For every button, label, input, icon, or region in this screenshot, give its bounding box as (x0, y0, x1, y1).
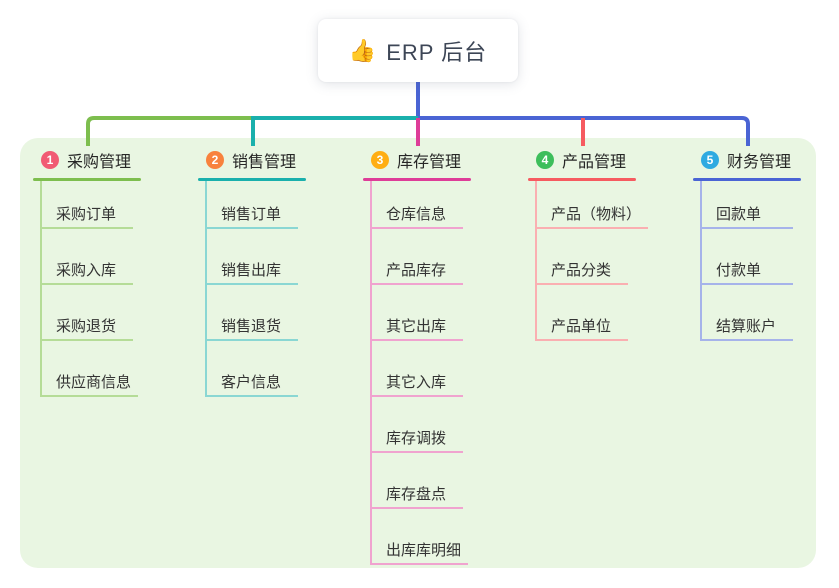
item-label: 产品（物料） (551, 206, 642, 223)
item-node[interactable]: 采购退货 (42, 285, 133, 341)
branch-underline (528, 178, 637, 181)
item-label: 回款单 (716, 206, 762, 223)
branch-header-1[interactable]: 1 采购管理 (33, 148, 141, 178)
item-node[interactable]: 产品分类 (537, 229, 628, 285)
item-node[interactable]: 销售出库 (207, 229, 298, 285)
item-node[interactable]: 销售订单 (207, 181, 298, 229)
item-label: 采购入库 (56, 262, 117, 279)
branch-number-badge: 3 (371, 151, 389, 169)
branch-underline (363, 178, 472, 181)
root-node-erp[interactable]: 👍 ERP 后台 (318, 19, 518, 82)
item-node[interactable]: 结算账户 (702, 285, 793, 341)
branch-number-badge: 4 (536, 151, 554, 169)
item-label: 客户信息 (221, 374, 282, 391)
branch-items: 销售订单销售出库销售退货客户信息 (205, 181, 358, 397)
item-label: 采购退货 (56, 318, 117, 335)
branch-number-badge: 5 (701, 151, 719, 169)
item-node[interactable]: 产品库存 (372, 229, 463, 285)
item-label: 产品库存 (386, 262, 447, 279)
item-label: 销售退货 (221, 318, 282, 335)
branch-underline (693, 178, 802, 181)
item-label: 供应商信息 (56, 374, 132, 391)
item-label: 销售订单 (221, 206, 282, 223)
item-node[interactable]: 回款单 (702, 181, 793, 229)
item-label: 库存调拨 (386, 430, 447, 447)
item-label: 销售出库 (221, 262, 282, 279)
branch-group-background (20, 138, 816, 568)
thumbs-up-icon: 👍 (348, 37, 377, 63)
connector-finance (416, 82, 750, 146)
branch-items: 回款单付款单结算账户 (700, 181, 839, 341)
item-node[interactable]: 其它入库 (372, 341, 463, 397)
branch-items: 仓库信息产品库存其它出库其它入库库存调拨库存盘点出库库明细 (370, 181, 523, 565)
branch-underline (33, 178, 142, 181)
item-node[interactable]: 产品单位 (537, 285, 628, 341)
branch-underline (198, 178, 307, 181)
branch-label: 库存管理 (397, 154, 462, 171)
item-node[interactable]: 仓库信息 (372, 181, 463, 229)
branch-3: 3 库存管理仓库信息产品库存其它出库其它入库库存调拨库存盘点出库库明细 (363, 148, 523, 565)
branch-5: 5 财务管理回款单付款单结算账户 (693, 148, 839, 341)
item-label: 产品单位 (551, 318, 612, 335)
item-label: 库存盘点 (386, 486, 447, 503)
branch-header-2[interactable]: 2 销售管理 (198, 148, 306, 178)
branch-label: 采购管理 (67, 154, 132, 171)
branch-header-4[interactable]: 4 产品管理 (528, 148, 636, 178)
item-node[interactable]: 库存盘点 (372, 453, 463, 509)
item-node[interactable]: 客户信息 (207, 341, 298, 397)
item-label: 采购订单 (56, 206, 117, 223)
item-node[interactable]: 出库库明细 (372, 509, 469, 565)
branch-label: 销售管理 (232, 154, 297, 171)
branch-4: 4 产品管理产品（物料） 产品分类产品单位 (528, 148, 688, 341)
branch-items: 产品（物料） 产品分类产品单位 (535, 181, 688, 341)
item-node[interactable]: 供应商信息 (42, 341, 139, 397)
branch-2: 2 销售管理销售订单销售出库销售退货客户信息 (198, 148, 358, 397)
branch-label: 财务管理 (727, 154, 792, 171)
branch-header-5[interactable]: 5 财务管理 (693, 148, 801, 178)
item-label: 产品分类 (551, 262, 612, 279)
item-label: 仓库信息 (386, 206, 447, 223)
item-node[interactable]: 采购入库 (42, 229, 133, 285)
item-node[interactable]: 采购订单 (42, 181, 133, 229)
branch-number-badge: 1 (41, 151, 59, 169)
item-node[interactable]: 库存调拨 (372, 397, 463, 453)
item-label: 其它入库 (386, 374, 447, 391)
item-label: 出库库明细 (386, 542, 462, 559)
item-node[interactable]: 产品（物料） (537, 181, 649, 229)
branch-header-3[interactable]: 3 库存管理 (363, 148, 471, 178)
branch-1: 1 采购管理采购订单采购入库采购退货供应商信息 (33, 148, 193, 397)
item-label: 结算账户 (716, 318, 777, 335)
item-label: 其它出库 (386, 318, 447, 335)
branch-number-badge: 2 (206, 151, 224, 169)
branch-label: 产品管理 (562, 154, 627, 171)
root-title: ERP 后台 (386, 39, 488, 65)
item-label: 付款单 (716, 262, 762, 279)
item-node[interactable]: 付款单 (702, 229, 793, 285)
branch-items: 采购订单采购入库采购退货供应商信息 (40, 181, 193, 397)
item-node[interactable]: 其它出库 (372, 285, 463, 341)
item-node[interactable]: 销售退货 (207, 285, 298, 341)
